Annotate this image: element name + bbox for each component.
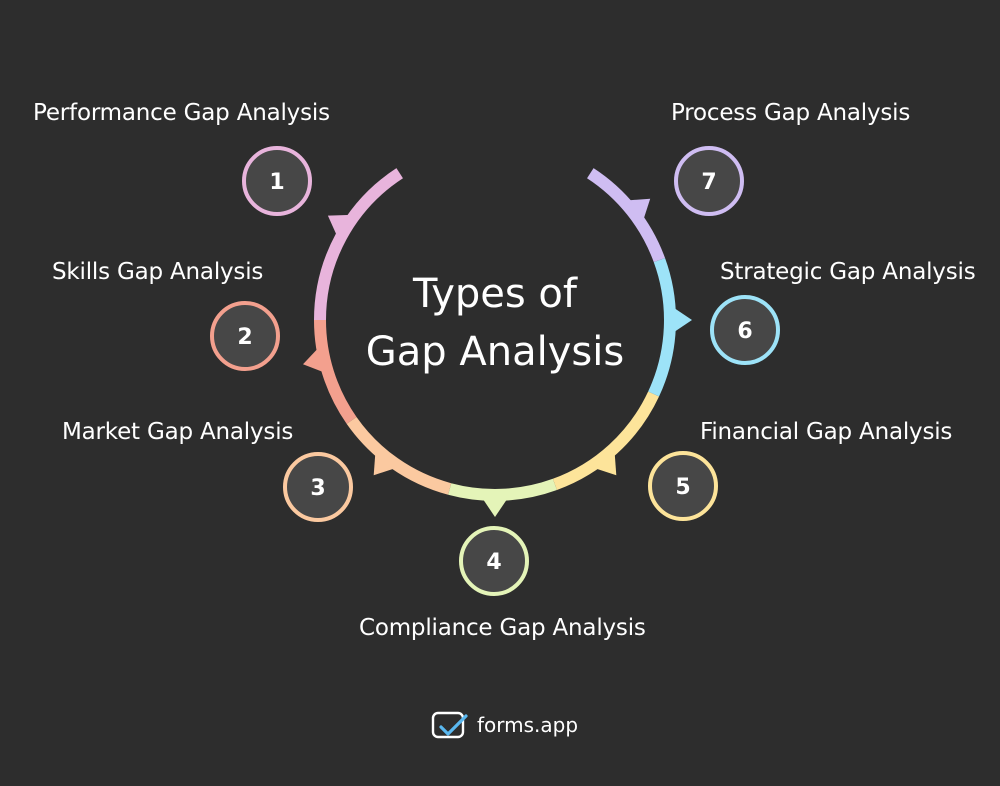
- label-strategic-gap-analysis: Strategic Gap Analysis: [720, 259, 976, 285]
- number-badges: 1 2 3 4 5 6 7: [210, 146, 780, 596]
- brand-footer: forms.app: [431, 710, 578, 740]
- badge-number: 5: [675, 475, 690, 500]
- badge-number: 1: [269, 170, 284, 195]
- ring-arrow-1: [327, 214, 356, 241]
- ring-arrow-7: [623, 198, 651, 225]
- badge-number: 6: [737, 319, 752, 344]
- ring-arrow-3: [373, 448, 400, 476]
- ring-arrow-5: [590, 448, 617, 476]
- label-market-gap-analysis: Market Gap Analysis: [62, 419, 294, 445]
- badge-6: 6: [710, 295, 780, 365]
- ring-arrow-6: [669, 304, 692, 336]
- brand-name: forms.app: [477, 713, 579, 737]
- badge-1: 1: [242, 146, 312, 216]
- badge-2: 2: [210, 301, 280, 371]
- ring-segment-4: [448, 478, 557, 501]
- badge-number: 2: [237, 325, 252, 350]
- diagram-title-line-2: Gap Analysis: [365, 329, 625, 375]
- label-performance-gap-analysis: Performance Gap Analysis: [33, 100, 330, 126]
- forms-app-logo-icon: [431, 711, 468, 739]
- badge-circle: [210, 301, 280, 371]
- badge-circle: [710, 295, 780, 365]
- badge-circle: [648, 451, 718, 521]
- badge-circle: [242, 146, 312, 216]
- label-skills-gap-analysis: Skills Gap Analysis: [52, 259, 264, 285]
- label-process-gap-analysis: Process Gap Analysis: [671, 100, 911, 126]
- diagram-title-line-1: Types of: [413, 271, 577, 317]
- label-compliance-gap-analysis: Compliance Gap Analysis: [359, 615, 646, 641]
- badge-number: 7: [701, 170, 716, 195]
- badge-number: 3: [310, 476, 325, 501]
- badge-7: 7: [674, 146, 744, 216]
- badge-5: 5: [648, 451, 718, 521]
- badge-circle: [283, 452, 353, 522]
- ring-arrow-2: [303, 344, 329, 375]
- badge-number: 4: [486, 550, 501, 575]
- badge-4: 4: [459, 526, 529, 596]
- ring-segment-7: [586, 168, 666, 263]
- badge-3: 3: [283, 452, 353, 522]
- badge-circle: [674, 146, 744, 216]
- ring-segment-3: [346, 416, 452, 495]
- ring-arrows: [303, 198, 692, 517]
- ring-segment-6: [648, 258, 676, 397]
- badge-circle: [459, 526, 529, 596]
- label-financial-gap-analysis: Financial Gap Analysis: [700, 419, 953, 445]
- ring-arrow-4: [479, 494, 511, 517]
